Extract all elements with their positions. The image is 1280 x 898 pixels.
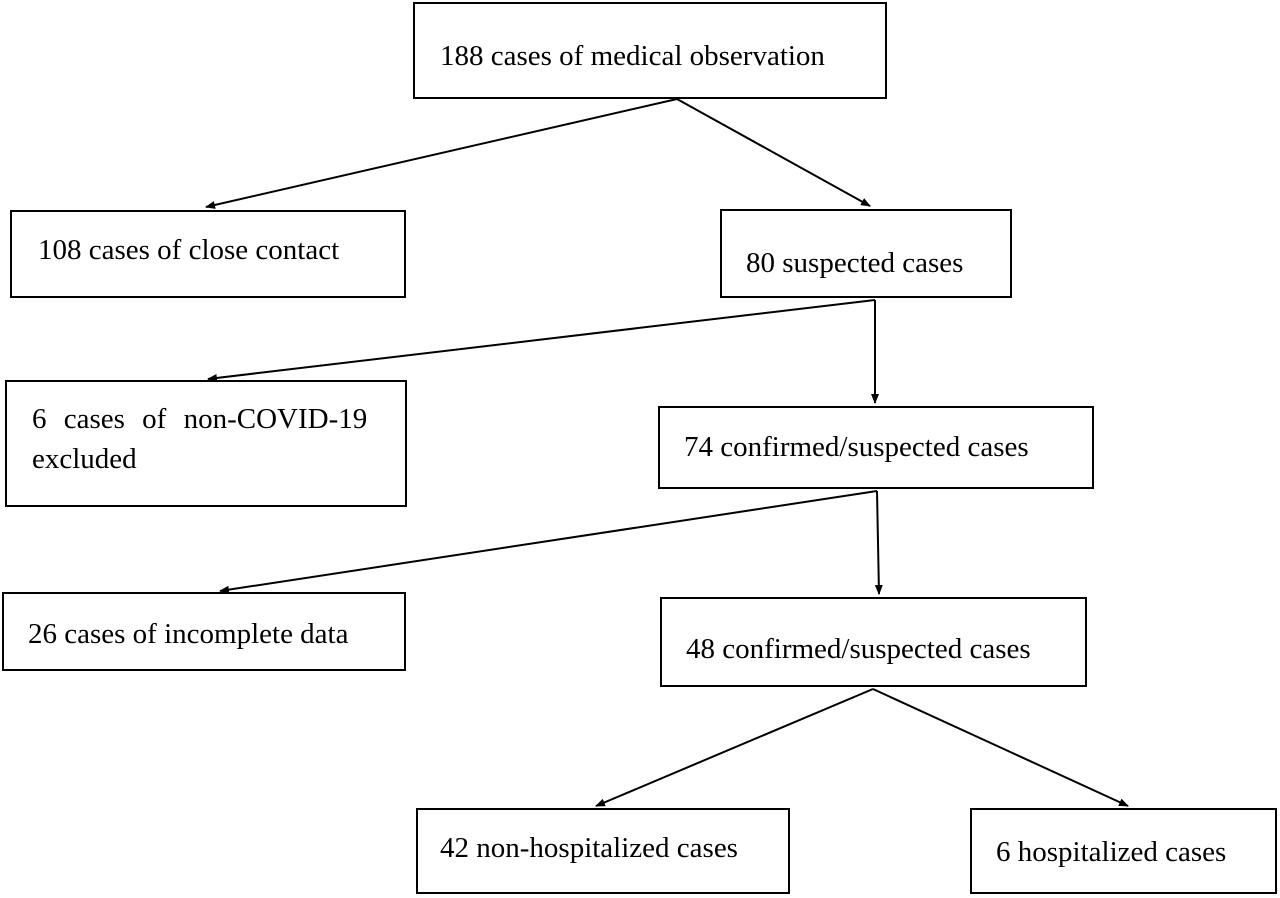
arrow-observation-to-suspected (676, 98, 871, 207)
node-non-covid-label-line2: excluded (32, 443, 137, 475)
node-suspected: 80 suspected cases (720, 209, 1012, 298)
node-non-covid-excluded: 6 cases of non-COVID-19 excluded (5, 380, 407, 507)
node-non-hospitalized: 42 non-hospitalized cases (416, 808, 790, 894)
node-medical-observation-label: 188 cases of medical observation (440, 40, 825, 72)
node-hospitalized: 6 hospitalized cases (970, 808, 1277, 894)
arrow-confirmed-48-to-non-hospitalized (595, 688, 874, 807)
arrow-confirmed-74-to-incomplete (219, 490, 878, 594)
arrow-confirmed-74-to-confirmed-48 (874, 490, 883, 595)
node-confirmed-suspected-48: 48 confirmed/suspected cases (660, 597, 1087, 687)
node-incomplete-data: 26 cases of incomplete data (2, 592, 406, 671)
node-confirmed-suspected-74: 74 confirmed/suspected cases (658, 406, 1094, 489)
node-suspected-label: 80 suspected cases (746, 247, 964, 279)
node-non-covid-label-line1: 6 cases of non-COVID-19 (32, 403, 368, 435)
node-hospitalized-label: 6 hospitalized cases (996, 836, 1227, 868)
arrow-confirmed-48-to-hospitalized (872, 688, 1129, 807)
node-confirmed-suspected-74-label: 74 confirmed/suspected cases (684, 431, 1029, 463)
node-medical-observation: 188 cases of medical observation (413, 2, 887, 99)
node-close-contact-label: 108 cases of close contact (38, 234, 340, 266)
arrow-suspected-to-non-covid (207, 299, 876, 382)
node-confirmed-suspected-48-label: 48 confirmed/suspected cases (686, 633, 1031, 665)
node-incomplete-data-label: 26 cases of incomplete data (28, 618, 349, 650)
node-close-contact: 108 cases of close contact (10, 210, 406, 298)
arrow-observation-to-close-contact (205, 98, 678, 209)
node-non-hospitalized-label: 42 non-hospitalized cases (440, 832, 738, 864)
